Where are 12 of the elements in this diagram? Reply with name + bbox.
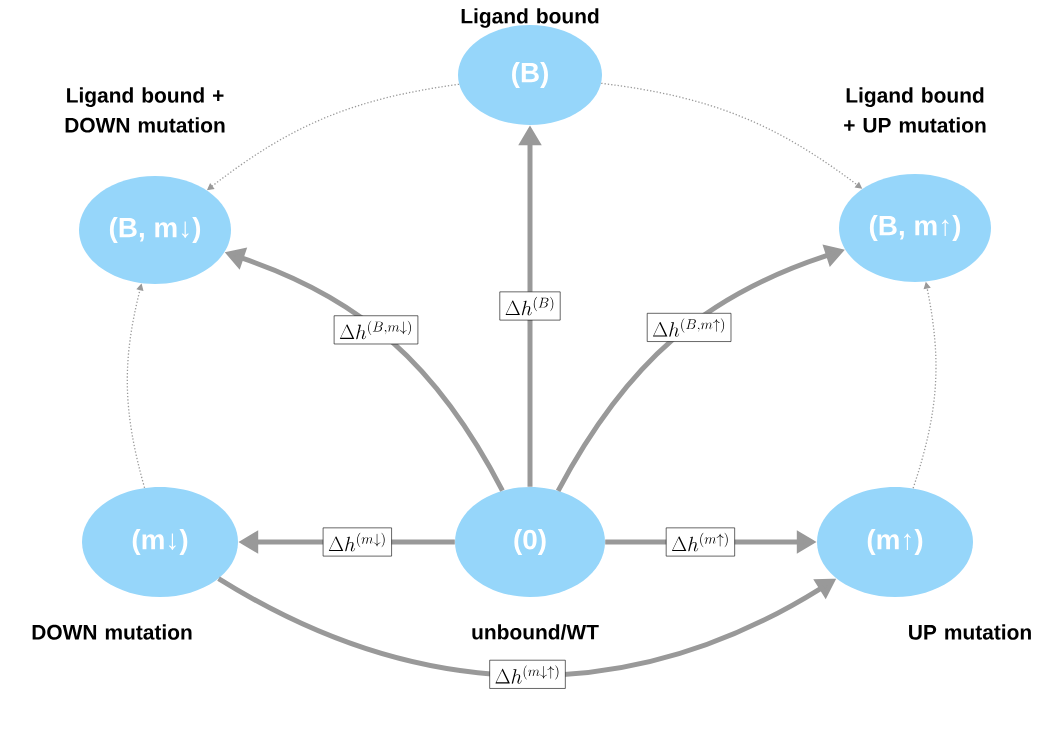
state-label: DOWN mutation xyxy=(32,624,192,640)
edge-label: $\Delta h^{(B,m\downarrow)}$ xyxy=(333,315,419,345)
edge-label: $\Delta h^{(B,m\uparrow)}$ xyxy=(646,313,732,342)
edge-label: $\Delta h^{(m\uparrow)}$ xyxy=(665,527,735,557)
edge-label: $\Delta h^{(B)}$ xyxy=(499,291,561,321)
edge-label: $\Delta h^{(m\downarrow\uparrow)}$ xyxy=(489,659,566,689)
state-label: UP mutation xyxy=(909,624,1031,640)
state-label: Ligand bound xyxy=(461,8,599,28)
edge-label: $\Delta h^{(m\downarrow)}$ xyxy=(322,527,392,557)
state-label: Ligand bound + UP mutation xyxy=(844,87,986,133)
state-label: Ligand bound + DOWN mutation xyxy=(65,87,225,133)
state-label: unbound/WT xyxy=(472,624,599,640)
